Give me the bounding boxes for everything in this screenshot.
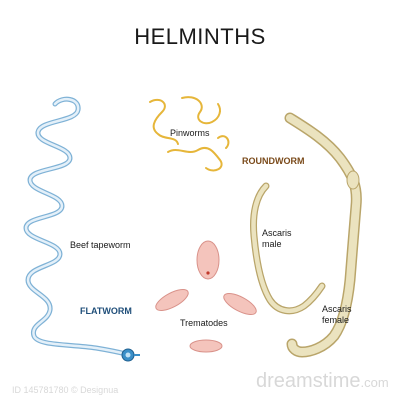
label-ascaris-male: Ascaris male [262,228,292,250]
pinworms-illustration [149,96,230,172]
beef-tapeworm-illustration [23,96,140,362]
ascaris-female-illustration [284,112,362,358]
label-trematodes: Trematodes [180,318,228,328]
label-ascaris-male-line1: Ascaris [262,228,292,238]
pinworm-1 [149,98,179,145]
label-roundworm: ROUNDWORM [242,156,305,166]
pinworm-4 [217,135,230,149]
label-ascaris-female-line1: Ascaris [322,304,352,314]
page-title: HELMINTHS [134,24,266,49]
trematode-bottom [189,339,223,353]
trematode-right [223,293,257,315]
ascaris-male-illustration [250,182,326,315]
watermark-brand: dreamstime.com [256,370,389,393]
pinworm-2 [181,96,221,125]
ascaris-female-vulva-swelling [346,170,360,190]
label-ascaris-female: Ascaris female [322,304,352,326]
watermark-brand-name: dreamstime [256,370,361,392]
label-ascaris-female-line2: female [322,315,350,325]
label-beef-tapeworm: Beef tapeworm [70,240,131,250]
pinworm-3 [167,146,223,172]
trematode-left [155,289,189,311]
watermark-id: ID 145781780 © Designua [12,385,119,395]
trematodes-illustration [155,240,257,353]
watermark-domain: .com [360,375,389,390]
trematode-top [196,240,220,280]
label-ascaris-male-line2: male [262,239,282,249]
label-pinworms: Pinworms [170,128,210,138]
label-flatworm: FLATWORM [80,306,132,316]
